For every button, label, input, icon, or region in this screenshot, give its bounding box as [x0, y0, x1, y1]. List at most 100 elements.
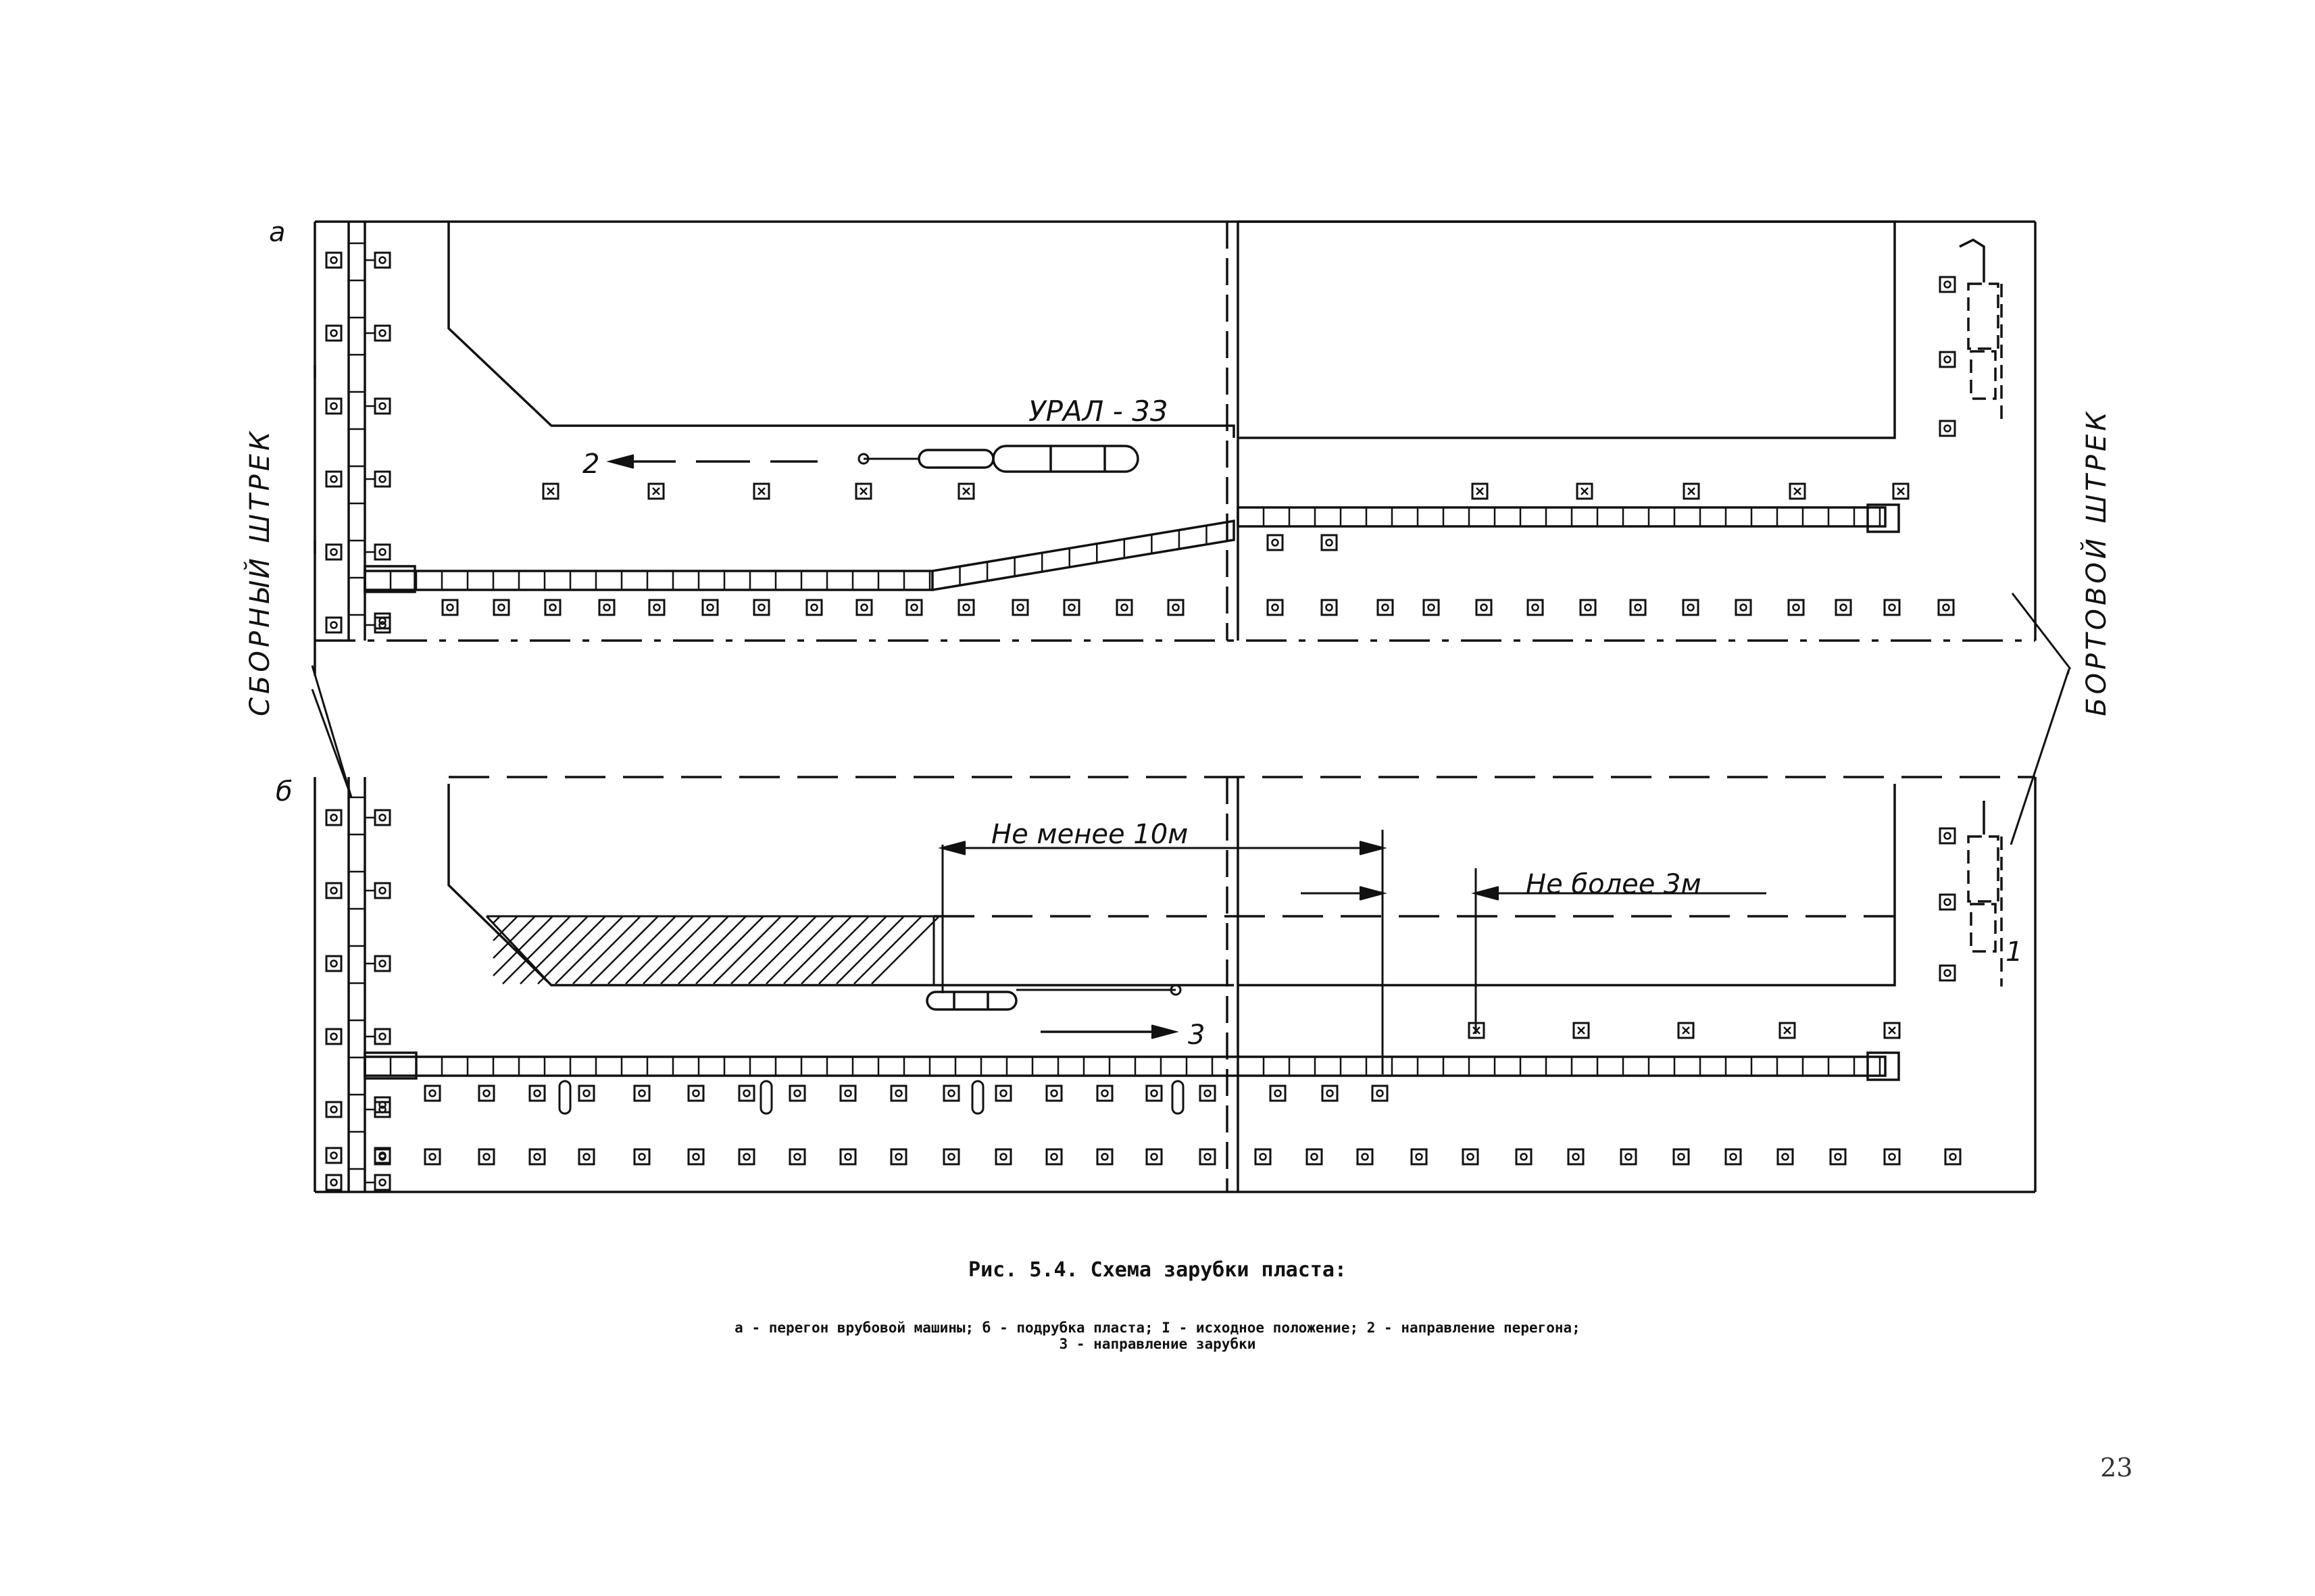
undercut-hatch-line: [502, 916, 571, 984]
undercut-hatch-line: [590, 916, 659, 984]
goaf-boundary: [447, 222, 1235, 438]
roof-prop-crossed: [1468, 1022, 1485, 1039]
roof-prop: [325, 616, 343, 634]
roof-prop-center: [378, 402, 387, 410]
roof-prop-center: [1381, 603, 1389, 612]
roof-prop-center: [1942, 603, 1950, 612]
roof-prop-crossed: [1892, 482, 1910, 500]
roof-prop: [1939, 964, 1956, 982]
roof-prop-center: [428, 1153, 437, 1161]
roof-prop-center: [1943, 898, 1951, 906]
roof-prop: [1515, 1148, 1533, 1166]
roof-prop-cross: [1897, 487, 1905, 495]
roof-prop: [374, 1101, 391, 1118]
roof-prop-crossed: [753, 482, 770, 500]
roof-prop: [1012, 599, 1029, 616]
direction-2-label: 2: [582, 449, 599, 480]
hydraulic-jack: [760, 1080, 773, 1115]
undercut-hatch-line: [625, 916, 694, 984]
roof-prop: [1199, 1084, 1216, 1102]
roof-prop-center: [1310, 1153, 1318, 1161]
roof-prop: [374, 1028, 391, 1045]
roof-prop: [1269, 1084, 1287, 1102]
roof-prop-center: [810, 603, 818, 612]
undercut-hatch-line: [801, 916, 870, 984]
roof-prop-center: [910, 603, 918, 612]
roof-prop-crossed: [957, 482, 975, 500]
roof-prop-center: [378, 475, 387, 483]
undercut-hatch-line: [766, 916, 835, 984]
roof-prop-center: [1427, 603, 1435, 612]
roof-prop: [325, 1147, 343, 1164]
roof-prop: [325, 1101, 343, 1118]
roof-prop-center: [692, 1153, 700, 1161]
roof-prop-crossed: [1789, 482, 1806, 500]
roof-prop-center: [1572, 1153, 1580, 1161]
roof-prop-center: [743, 1089, 751, 1097]
roof-prop: [374, 324, 391, 342]
roof-prop-center: [533, 1089, 541, 1097]
roof-prop-center: [330, 1105, 338, 1114]
roof-prop-center: [999, 1153, 1007, 1161]
roof-prop-center: [793, 1089, 801, 1097]
roof-prop-center: [895, 1153, 903, 1161]
undercut-hatch-line: [783, 916, 852, 984]
roof-prop-center: [895, 1089, 903, 1097]
arrow-head: [1151, 1024, 1179, 1039]
roof-prop-center: [1520, 1153, 1528, 1161]
roof-prop: [1254, 1148, 1272, 1166]
roof-prop: [1045, 1084, 1063, 1102]
roof-prop: [1266, 534, 1284, 551]
undercut-hatch-line: [607, 916, 676, 984]
roof-prop: [1096, 1148, 1114, 1166]
roof-prop-center: [1274, 1089, 1282, 1097]
roof-prop: [528, 1148, 546, 1166]
roof-prop-crossed: [1471, 482, 1489, 500]
undercut-hatch-line: [660, 916, 729, 984]
roof-prop: [493, 599, 510, 616]
undercut-hatch-line: [520, 916, 589, 984]
roof-prop-center: [844, 1153, 852, 1161]
roof-prop-cross: [1783, 1026, 1791, 1034]
face-conveyor-b: [364, 1055, 1887, 1077]
undercut-hatch-line: [572, 916, 641, 984]
roof-prop: [738, 1084, 755, 1102]
roof-prop-center: [378, 617, 387, 625]
roof-prop: [1724, 1148, 1742, 1166]
roof-prop: [1620, 1148, 1637, 1166]
roof-prop-cross: [1687, 487, 1695, 495]
roof-prop-center: [482, 1153, 491, 1161]
roof-prop: [374, 397, 391, 415]
roof-prop: [1567, 1148, 1585, 1166]
roof-prop-center: [653, 603, 661, 612]
roof-prop: [905, 599, 923, 616]
roof-prop: [374, 616, 391, 634]
roof-prop: [890, 1084, 907, 1102]
roof-prop-center: [1050, 1089, 1058, 1097]
machine-position-b-lower: [1970, 903, 1997, 953]
roof-prop-center: [1624, 1153, 1633, 1161]
roof-prop: [374, 1148, 391, 1166]
roof-prop: [325, 955, 343, 972]
roof-prop: [1835, 599, 1852, 616]
face-conveyor-incline: [932, 519, 1235, 591]
roof-prop: [441, 599, 459, 616]
roof-prop: [1682, 599, 1699, 616]
roof-prop-center: [1326, 1089, 1334, 1097]
roof-prop-center: [1943, 832, 1951, 840]
figure-caption-line-2: 3 - направление зарубки: [1059, 1336, 1256, 1352]
roof-prop-center: [1949, 1153, 1957, 1161]
roof-prop-center: [482, 1089, 491, 1097]
roof-prop-center: [1792, 603, 1800, 612]
roof-prop: [325, 543, 343, 561]
side-drift-label: БОРТОВОЙ ШТРЕК: [2080, 408, 2112, 716]
roof-prop-center: [1584, 603, 1592, 612]
roof-prop-crossed: [1683, 482, 1700, 500]
roof-prop-center: [1203, 1089, 1212, 1097]
roof-prop: [374, 1174, 391, 1191]
roof-prop: [943, 1084, 960, 1102]
undercut-zone: [485, 915, 935, 987]
roof-prop: [1145, 1148, 1163, 1166]
roof-prop: [648, 599, 666, 616]
roof-prop-center: [1739, 603, 1747, 612]
